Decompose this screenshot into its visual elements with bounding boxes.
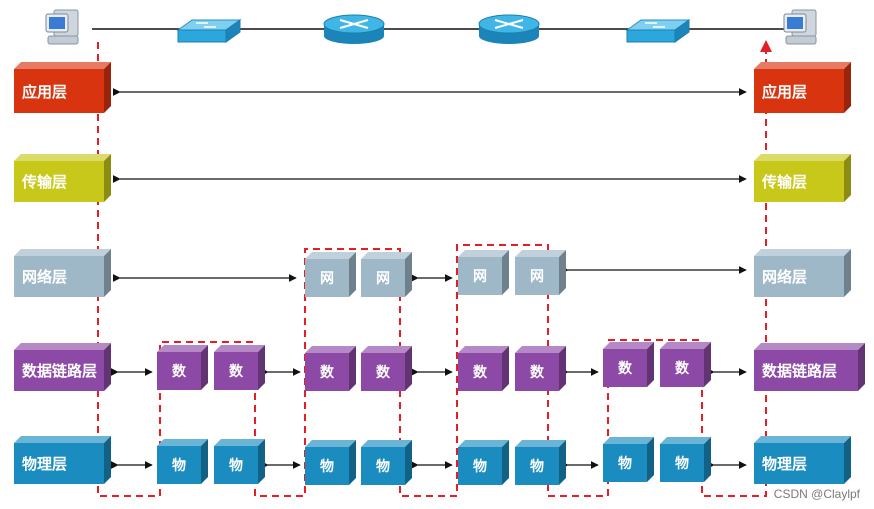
switch1-datalink-port-a: 数 [157, 345, 208, 390]
right-datalink-layer: 数据链路层 [754, 343, 865, 391]
switch1-physical-port-b: 物 [214, 439, 265, 484]
left-transport-layer-label: 传输层 [14, 161, 104, 202]
switch1-datalink-port-b: 数 [214, 345, 265, 390]
switch1-physical-port-b-label: 物 [214, 446, 258, 484]
router1-network-port-a: 网 [305, 252, 356, 297]
switch2-datalink-port-a: 数 [603, 342, 654, 387]
switch2-physical-port-b-label: 物 [660, 444, 704, 482]
router2-network-port-b: 网 [515, 250, 566, 295]
router1-datalink-port-a: 数 [305, 346, 356, 391]
switch1-physical-port-a-label: 物 [157, 446, 201, 484]
left-application-layer-label: 应用层 [14, 69, 104, 113]
host-left-icon [45, 9, 79, 45]
router2-physical-port-a: 物 [458, 440, 509, 485]
switch2-datalink-port-a-label: 数 [603, 349, 647, 387]
router1-datalink-port-a-label: 数 [305, 353, 349, 391]
switch2-datalink-port-b-label: 数 [660, 349, 704, 387]
router1-datalink-port-b: 数 [361, 346, 412, 391]
left-datalink-layer: 数据链路层 [14, 343, 111, 391]
router1-network-port-b: 网 [361, 252, 412, 297]
router-2-icon [478, 14, 540, 44]
switch2-physical-port-a-label: 物 [603, 444, 647, 482]
router2-datalink-port-a: 数 [458, 346, 509, 391]
router2-network-port-b-label: 网 [515, 257, 559, 295]
right-application-layer-label: 应用层 [754, 69, 844, 113]
right-physical-layer: 物理层 [754, 436, 851, 484]
switch2-physical-port-a: 物 [603, 437, 654, 482]
right-datalink-layer-label: 数据链路层 [754, 350, 858, 391]
left-network-layer-label: 网络层 [14, 256, 104, 297]
switch1-datalink-port-b-label: 数 [214, 352, 258, 390]
router1-network-port-a-label: 网 [305, 259, 349, 297]
left-application-layer: 应用层 [14, 62, 111, 113]
right-transport-layer-label: 传输层 [754, 161, 844, 202]
right-application-layer: 应用层 [754, 62, 851, 113]
router-1-icon [323, 14, 385, 44]
router2-datalink-port-b: 数 [515, 346, 566, 391]
router1-physical-port-a: 物 [305, 440, 356, 485]
left-datalink-layer-label: 数据链路层 [14, 350, 104, 391]
data-flow-path [97, 42, 767, 497]
switch2-datalink-port-b: 数 [660, 342, 711, 387]
left-network-layer: 网络层 [14, 249, 111, 297]
router2-physical-port-b: 物 [515, 440, 566, 485]
switch2-physical-port-b: 物 [660, 437, 711, 482]
router2-network-port-a: 网 [458, 250, 509, 295]
router2-datalink-port-b-label: 数 [515, 353, 559, 391]
router2-physical-port-a-label: 物 [458, 447, 502, 485]
host-right-icon [783, 9, 817, 45]
switch-1-icon [176, 19, 242, 43]
left-physical-layer: 物理层 [14, 436, 111, 484]
router2-physical-port-b-label: 物 [515, 447, 559, 485]
router2-datalink-port-a-label: 数 [458, 353, 502, 391]
right-physical-layer-label: 物理层 [754, 443, 844, 484]
router1-physical-port-b-label: 物 [361, 447, 405, 485]
router1-physical-port-b: 物 [361, 440, 412, 485]
left-physical-layer-label: 物理层 [14, 443, 104, 484]
router2-network-port-a-label: 网 [458, 257, 502, 295]
switch1-datalink-port-a-label: 数 [157, 352, 201, 390]
switch1-physical-port-a: 物 [157, 439, 208, 484]
router1-datalink-port-b-label: 数 [361, 353, 405, 391]
right-network-layer-label: 网络层 [754, 256, 844, 297]
right-network-layer: 网络层 [754, 249, 851, 297]
router1-physical-port-a-label: 物 [305, 447, 349, 485]
left-transport-layer: 传输层 [14, 154, 111, 202]
watermark: CSDN @Claylpf [773, 487, 860, 501]
data-flow-arrowhead [760, 40, 772, 52]
router1-network-port-b-label: 网 [361, 259, 405, 297]
right-transport-layer: 传输层 [754, 154, 851, 202]
switch-2-icon [625, 19, 691, 43]
